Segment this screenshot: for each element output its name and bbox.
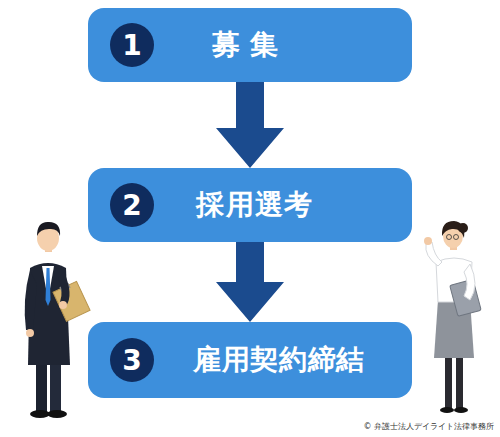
process-box: 募集 1 — [88, 8, 412, 82]
step-number-circle: 2 — [110, 183, 154, 227]
flow-arrow — [216, 242, 284, 322]
step-number-circle: 3 — [110, 338, 154, 382]
process-box: 雇用契約締結 3 — [88, 322, 412, 398]
step-number-circle: 1 — [110, 23, 154, 67]
process-box: 採用選考 2 — [88, 168, 412, 242]
copyright-note: © 弁護士法人デイライト法律事務所 — [363, 421, 494, 432]
flow-arrow — [216, 82, 284, 168]
step-number: 2 — [122, 189, 141, 222]
step-number: 3 — [122, 344, 141, 377]
woman-figure — [424, 221, 481, 413]
man-figure — [25, 222, 90, 418]
step-number: 1 — [122, 29, 141, 62]
step-label: 採用選考 — [196, 186, 314, 224]
step-label: 募集 — [212, 26, 288, 64]
step-label: 雇用契約締結 — [193, 341, 364, 379]
